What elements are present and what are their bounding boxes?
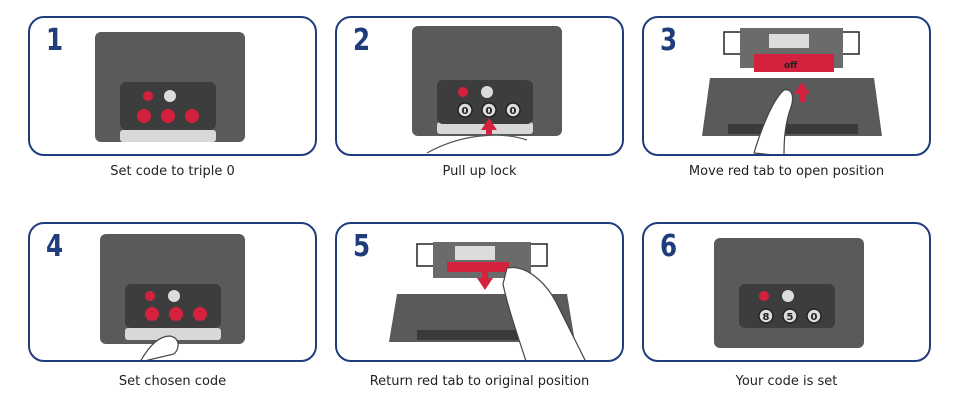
dial-wheel [806, 308, 822, 324]
down-arrow-icon [477, 270, 493, 290]
lock-illustration [100, 234, 245, 360]
red-tab [754, 54, 834, 72]
dial-icon [164, 90, 176, 102]
heart-icon [759, 291, 769, 301]
dial-digit: 0 [510, 106, 517, 117]
red-tab [447, 262, 509, 272]
step-1-card: 1 [28, 16, 317, 156]
dial-wheel [505, 102, 521, 118]
dial-wheel [161, 109, 175, 123]
step-6-card: 6 8 5 0 [642, 222, 931, 362]
step-5-number: 5 [353, 229, 371, 264]
heart-icon [145, 291, 155, 301]
step-3-number: 3 [660, 23, 678, 58]
heart-icon [458, 87, 468, 97]
step-1-caption: Set code to triple 0 [110, 164, 235, 179]
dial-wheel [782, 308, 798, 324]
dial-digit: 0 [811, 312, 818, 323]
dial-wheel [185, 109, 199, 123]
dial-digit: 0 [462, 106, 469, 117]
dial-digit: 5 [787, 312, 794, 323]
step-4-card: 4 [28, 222, 317, 362]
dial-wheel [137, 109, 151, 123]
dial-wheel [758, 308, 774, 324]
step-3-card: 3 off [642, 16, 931, 156]
dial-wheel [145, 307, 159, 321]
finger-icon [140, 335, 179, 360]
lock-illustration [95, 32, 245, 142]
dial-wheel [193, 307, 207, 321]
dial-digit: 0 [486, 106, 493, 117]
lock-illustration: 0 0 0 [412, 26, 562, 154]
dial-icon [481, 86, 493, 98]
dial-digit: 8 [763, 312, 770, 323]
dial-icon [168, 290, 180, 302]
tab-label: off [784, 61, 798, 71]
dial-wheel [481, 102, 497, 118]
dial-icon [782, 290, 794, 302]
step-2-caption: Pull up lock [442, 164, 517, 179]
step-6-caption: Your code is set [735, 374, 838, 389]
step-3-caption: Move red tab to open position [688, 164, 885, 179]
lock-illustration: 8 5 0 [714, 238, 864, 348]
step-2-card: 2 0 0 0 [335, 16, 624, 156]
dial-wheel [169, 307, 183, 321]
step-4-caption: Set chosen code [118, 374, 227, 389]
up-arrow-icon [794, 82, 810, 102]
lock-internal-illustration: off [702, 28, 882, 154]
finger-icon [426, 134, 528, 154]
dial-wheel [457, 102, 473, 118]
step-6-number: 6 [660, 229, 678, 264]
step-1-number: 1 [46, 23, 64, 58]
step-5-card: 5 [335, 222, 624, 362]
finger-icon [502, 266, 586, 360]
step-5-caption: Return red tab to original position [369, 374, 590, 389]
lock-internal-illustration [389, 242, 586, 360]
step-2-number: 2 [353, 23, 371, 58]
step-4-number: 4 [46, 229, 64, 264]
up-arrow-icon [481, 118, 497, 136]
heart-icon [143, 91, 153, 101]
finger-icon [753, 89, 794, 154]
